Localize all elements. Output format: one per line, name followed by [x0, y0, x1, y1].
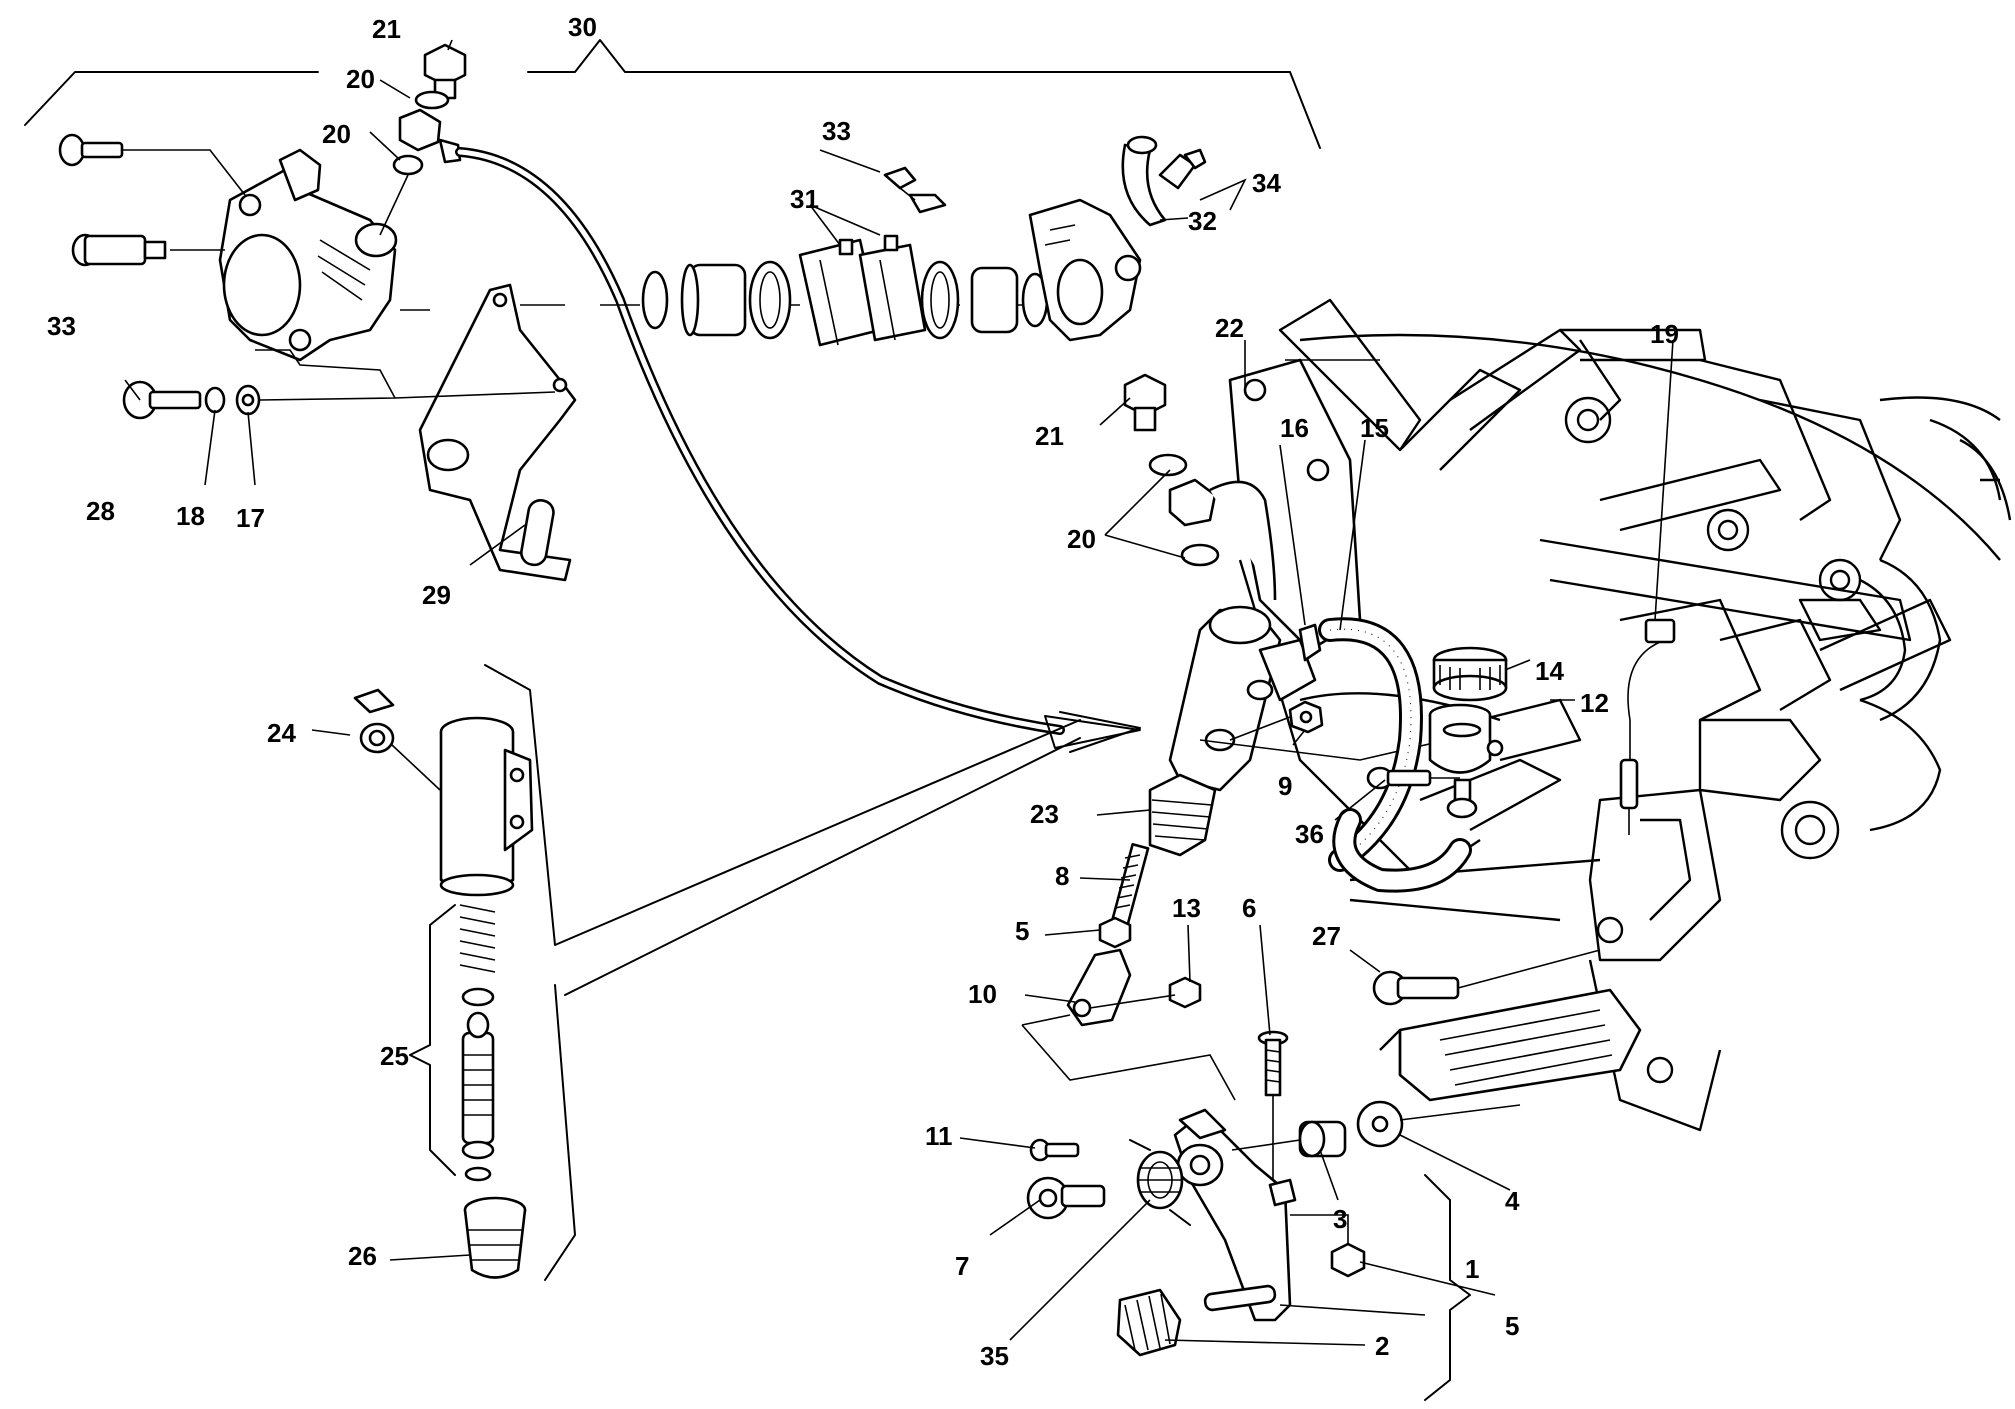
- label-11: 11: [925, 1121, 953, 1151]
- label-32: 32: [1188, 206, 1217, 236]
- pad-pin-33: [883, 166, 947, 214]
- bleed-valve-34: [1121, 135, 1207, 227]
- label-30: 30: [568, 12, 597, 42]
- brake-caliper: [218, 148, 398, 362]
- nut-5: [1098, 916, 1132, 949]
- label-26: 26: [348, 1241, 377, 1271]
- brake-hose: [455, 147, 1065, 735]
- label-35: 35: [980, 1341, 1009, 1371]
- label-27: 27: [1312, 921, 1341, 951]
- label-17: 17: [236, 503, 265, 533]
- label-4: 4: [1505, 1186, 1520, 1216]
- label-22: 22: [1215, 313, 1244, 343]
- label-21-mid: 21: [1035, 421, 1064, 451]
- group-30-bracket: [24, 39, 1321, 149]
- label-14: 14: [1535, 656, 1564, 686]
- reservoir-14: [1428, 646, 1508, 819]
- label-20-mid: 20: [322, 119, 351, 149]
- master-cylinder-body: [439, 716, 534, 897]
- label-34: 34: [1252, 168, 1281, 198]
- label-19: 19: [1650, 319, 1679, 349]
- label-33-left: 33: [47, 311, 76, 341]
- callout-labels: 21 30 20 20 33 33 31 34 32 28 18 17 29 2…: [47, 12, 1679, 1371]
- nut-5-lower: [1330, 1242, 1366, 1278]
- label-29: 29: [422, 580, 451, 610]
- group-1-bracket: [1424, 1174, 1471, 1401]
- label-25: 25: [380, 1041, 409, 1071]
- banjo-bolt-master: [1123, 373, 1277, 601]
- label-15: 15: [1360, 413, 1389, 443]
- leader-lines: [124, 39, 1674, 1346]
- bushing-3: [1231, 1100, 1521, 1158]
- pushrod-8: [1110, 842, 1150, 928]
- label-23: 23: [1030, 799, 1059, 829]
- banjo-bolt-top: [379, 43, 467, 236]
- label-1: 1: [1465, 1254, 1479, 1284]
- brake-switch-19: [1619, 618, 1676, 835]
- label-20-master: 20: [1067, 524, 1096, 554]
- motorcycle-frame: [1238, 298, 2012, 1132]
- nut-9: [1229, 700, 1324, 741]
- label-16: 16: [1280, 413, 1309, 443]
- inset-bracket: [484, 664, 1081, 1281]
- caliper-bracket-29: [418, 283, 577, 582]
- label-18: 18: [176, 501, 205, 531]
- return-spring-35: [1129, 1139, 1191, 1226]
- pedal-rubber-2: [1116, 1288, 1182, 1357]
- label-12: 12: [1580, 688, 1609, 718]
- nut-13: [1168, 976, 1202, 1009]
- brake-lever: [1173, 1108, 1297, 1322]
- label-3: 3: [1333, 1204, 1347, 1234]
- bolt-27: [1372, 949, 1601, 1006]
- brake-pads-31: [798, 234, 927, 347]
- label-6: 6: [1242, 893, 1256, 923]
- label-9: 9: [1278, 771, 1292, 801]
- screw-6: [1257, 1030, 1289, 1180]
- label-31: 31: [790, 184, 819, 214]
- label-5-mid: 5: [1015, 916, 1029, 946]
- label-7: 7: [955, 1251, 969, 1281]
- label-36: 36: [1295, 819, 1324, 849]
- boot-26: [463, 1196, 527, 1279]
- fitting-24: [353, 688, 441, 791]
- dust-boot-23: [1148, 773, 1217, 857]
- caliper-bolt: [58, 133, 246, 196]
- label-10: 10: [968, 979, 997, 1009]
- piston-kit-25: [459, 904, 496, 1182]
- bracket-bolt-28: [122, 349, 556, 420]
- master-cylinder-22: [1168, 605, 1491, 792]
- label-5-lower: 5: [1505, 1311, 1519, 1341]
- label-24: 24: [267, 718, 296, 748]
- brake-hose-inner: [457, 149, 1063, 733]
- label-33-top: 33: [822, 116, 851, 146]
- caliper-pistons-seals: [641, 260, 1049, 340]
- label-8: 8: [1055, 861, 1069, 891]
- label-28: 28: [86, 496, 115, 526]
- bolt-11: [1029, 1138, 1080, 1162]
- caliper-half: [1028, 198, 1142, 342]
- label-20-top: 20: [346, 64, 375, 94]
- label-2: 2: [1375, 1331, 1389, 1361]
- slide-pin-33: [71, 233, 225, 267]
- pivot-bolt-7: [1026, 1176, 1106, 1220]
- label-21-top: 21: [372, 14, 401, 44]
- label-13: 13: [1172, 893, 1201, 923]
- reservoir-bolt-36: [1366, 766, 1460, 790]
